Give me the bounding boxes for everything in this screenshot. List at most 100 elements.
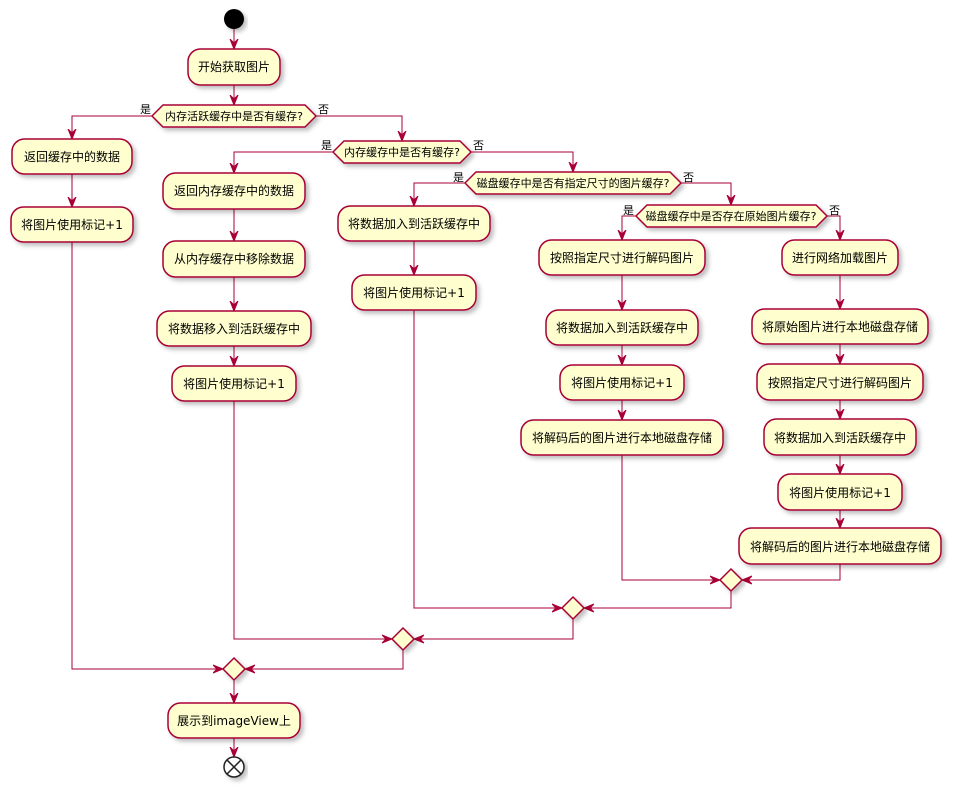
merge-diamond-memory — [390, 626, 416, 652]
no-label: 否 — [683, 171, 694, 184]
action-label: 将数据加入到活跃缓存中 — [348, 216, 480, 231]
action-label: 返回内存缓存中的数据 — [174, 183, 294, 198]
action-box — [156, 310, 312, 347]
action-box — [162, 172, 306, 210]
start-node — [224, 9, 244, 29]
decision-label: 内存缓存中是否有缓存? — [344, 145, 460, 159]
arrow-active-to-merge1 — [71, 242, 223, 669]
merge-diamond-disk-original — [718, 567, 744, 593]
arrow-memory-no — [471, 151, 573, 172]
action-label: 返回缓存中的数据 — [24, 149, 120, 164]
decision-shape — [331, 140, 473, 164]
action-box — [520, 419, 724, 456]
action-box — [351, 274, 477, 311]
action-mark-usage-original: 将图片使用标记+1 — [559, 364, 685, 401]
arrow-merge2-to-merge1 — [245, 650, 404, 669]
action-box — [781, 239, 899, 276]
action-start-fetch: 开始获取图片 — [187, 48, 281, 86]
action-show-in-imageview: 展示到imageView上 — [167, 702, 301, 739]
action-label: 将数据加入到活跃缓存中 — [774, 430, 906, 445]
no-label: 否 — [473, 139, 484, 152]
action-box — [187, 48, 281, 86]
arrow-active-no — [316, 115, 402, 141]
action-label: 进行网络加载图片 — [792, 250, 888, 265]
action-box — [751, 308, 929, 345]
arrow-disk-original-to-merge4 — [621, 455, 720, 580]
arrow-memory-to-merge2 — [233, 401, 392, 639]
action-label: 将原始图片进行本地磁盘存储 — [762, 319, 918, 334]
action-box — [738, 527, 942, 565]
action-label: 将图片使用标记+1 — [183, 376, 285, 391]
decision-memory-cache: 内存缓存中是否有缓存? 是 否 — [321, 139, 484, 164]
action-label: 将解码后的图片进行本地磁盘存储 — [532, 430, 712, 445]
decision-shape — [463, 171, 683, 195]
no-label: 否 — [318, 103, 329, 116]
action-label: 将解码后的图片进行本地磁盘存储 — [750, 539, 930, 554]
arrow-disk-original-yes — [622, 215, 636, 240]
decision-shape — [150, 104, 318, 128]
action-box — [545, 309, 699, 346]
decision-label: 内存活跃缓存中是否有缓存? — [165, 109, 303, 123]
action-box — [538, 239, 706, 276]
yes-label: 是 — [623, 204, 634, 217]
arrow-active-yes — [72, 115, 152, 139]
action-decode-sized-original: 按照指定尺寸进行解码图片 — [538, 239, 706, 276]
decision-label: 磁盘缓存中是否有指定尺寸的图片缓存? — [477, 176, 670, 190]
action-label: 将数据移入到活跃缓存中 — [168, 321, 300, 336]
arrow-memory-yes — [234, 151, 333, 173]
action-mark-usage-network: 将图片使用标记+1 — [777, 473, 903, 511]
action-decode-sized-network: 按照指定尺寸进行解码图片 — [756, 363, 924, 401]
action-mark-usage-disk-sized: 将图片使用标记+1 — [351, 274, 477, 311]
action-store-decoded-original: 将解码后的图片进行本地磁盘存储 — [520, 419, 724, 456]
merge-diamond-disk-sized — [560, 595, 586, 621]
action-box — [777, 473, 903, 511]
arrow-merge4-to-merge3 — [584, 591, 732, 608]
action-add-to-active-original: 将数据加入到活跃缓存中 — [545, 309, 699, 346]
action-label: 从内存缓存中移除数据 — [174, 251, 294, 266]
arrow-disk-original-no — [827, 215, 840, 240]
decision-shape — [634, 204, 829, 228]
action-label: 按照指定尺寸进行解码图片 — [768, 375, 912, 390]
decision-disk-sized: 磁盘缓存中是否有指定尺寸的图片缓存? 是 否 — [453, 171, 694, 195]
action-label: 将图片使用标记+1 — [363, 285, 465, 300]
action-move-to-active: 将数据移入到活跃缓存中 — [156, 310, 312, 347]
yes-label: 是 — [321, 139, 332, 152]
action-label: 按照指定尺寸进行解码图片 — [550, 250, 694, 265]
end-node — [223, 756, 245, 778]
action-store-original: 将原始图片进行本地磁盘存储 — [751, 308, 929, 345]
action-add-to-active-disk-sized: 将数据加入到活跃缓存中 — [337, 205, 491, 242]
action-mark-usage-memory: 将图片使用标记+1 — [171, 365, 297, 402]
decision-label: 磁盘缓存中是否存在原始图片缓存? — [646, 209, 817, 223]
action-box — [559, 364, 685, 401]
decision-disk-original: 磁盘缓存中是否存在原始图片缓存? 是 否 — [623, 204, 840, 228]
action-return-memory-data: 返回内存缓存中的数据 — [162, 172, 306, 210]
no-label: 否 — [829, 204, 840, 217]
end-node-cross — [226, 759, 242, 775]
action-label: 开始获取图片 — [198, 60, 270, 74]
action-add-to-active-network: 将数据加入到活跃缓存中 — [763, 418, 917, 456]
arrow-disk-sized-to-merge3 — [413, 310, 562, 608]
action-label: 将图片使用标记+1 — [789, 485, 891, 500]
decision-active-cache: 内存活跃缓存中是否有缓存? 是 否 — [140, 103, 329, 128]
action-box — [337, 205, 491, 242]
action-label: 将图片使用标记+1 — [21, 217, 123, 232]
action-box — [10, 206, 134, 243]
action-store-decoded-network: 将解码后的图片进行本地磁盘存储 — [738, 527, 942, 565]
action-box — [763, 418, 917, 456]
action-label: 将图片使用标记+1 — [571, 375, 673, 390]
arrow-network-to-merge4 — [742, 564, 841, 580]
action-box — [167, 702, 301, 739]
yes-label: 是 — [453, 171, 464, 184]
action-remove-from-memory: 从内存缓存中移除数据 — [162, 240, 306, 278]
yes-label: 是 — [140, 103, 151, 116]
connectors — [72, 29, 840, 757]
action-network-load: 进行网络加载图片 — [781, 239, 899, 276]
action-box — [171, 365, 297, 402]
action-mark-usage-active: 将图片使用标记+1 — [10, 206, 134, 243]
action-label: 展示到imageView上 — [177, 714, 291, 728]
action-box — [756, 363, 924, 401]
arrow-merge3-to-merge2 — [414, 619, 574, 639]
arrow-disk-sized-yes — [414, 182, 465, 206]
arrow-disk-sized-no — [681, 182, 731, 205]
